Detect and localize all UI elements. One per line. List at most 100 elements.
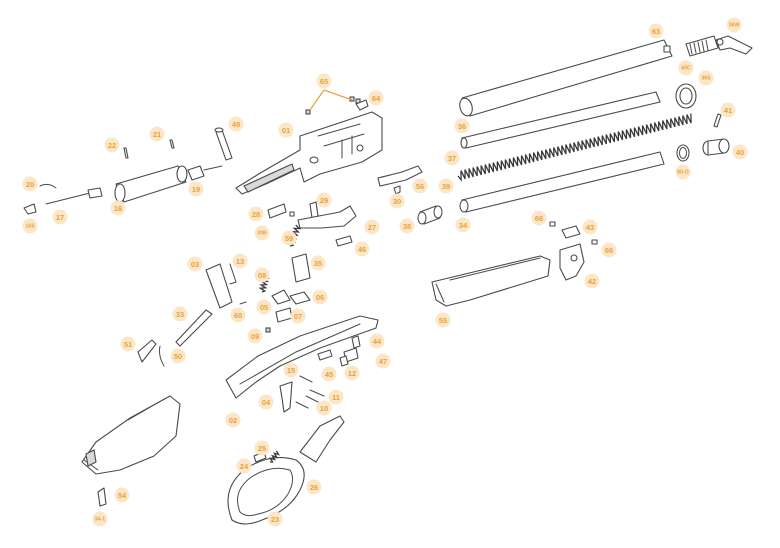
callout-label: 60 <box>234 311 242 320</box>
callout-badge-circle <box>236 458 252 474</box>
lever-loop-23 <box>227 457 305 525</box>
callout-badge-circle <box>248 206 264 222</box>
spring-51 <box>137 339 157 363</box>
callout-34: 34 <box>455 217 471 233</box>
callout-badge-circle <box>369 333 385 349</box>
forend-cap-insert-43 <box>561 225 581 239</box>
barrel-band-36s <box>675 83 697 109</box>
callout-36s: 36S <box>698 70 714 86</box>
callout-label: 41 <box>724 106 732 115</box>
callout-label: 66 <box>535 214 543 223</box>
callout-badge-circle <box>312 289 328 305</box>
callout-50: 50 <box>170 348 186 364</box>
callout-64: 64 <box>368 90 384 106</box>
pin-60 <box>239 301 247 305</box>
callout-badge-circle <box>188 181 204 197</box>
callout-label: 50 <box>174 352 182 361</box>
callout-38: 38 <box>399 218 415 234</box>
callout-label: 30B <box>257 231 267 237</box>
lower-tang-02 <box>225 315 379 399</box>
pin-11b <box>295 401 309 409</box>
magazine-spring-39 <box>457 113 692 182</box>
callout-13: 13 <box>232 253 248 269</box>
callout-55: 55 <box>435 312 451 328</box>
callout-66b: 66 <box>601 242 617 258</box>
part-44 <box>351 335 361 349</box>
callout-badge-circle <box>149 126 165 142</box>
callout-badge-circle <box>675 164 691 180</box>
callout-label: 63 <box>652 27 660 36</box>
callout-label: 43 <box>586 223 594 232</box>
callout-label: 02 <box>229 416 237 425</box>
pin-15 <box>299 375 313 383</box>
lever-26 <box>299 415 345 463</box>
callout-23: 23 <box>267 511 283 527</box>
follower-38 <box>417 205 443 225</box>
callout-badge-circle <box>22 218 38 234</box>
callout-label: 16S <box>25 224 35 230</box>
callout-30: 30 <box>389 193 405 209</box>
callout-label: 59 <box>285 234 293 243</box>
hammer-03 <box>205 263 233 309</box>
bolt-16 <box>114 165 188 203</box>
callout-26: 26 <box>306 479 322 495</box>
callout-60: 60 <box>230 307 246 323</box>
callout-badge-circle <box>726 17 742 33</box>
callout-badge-circle <box>283 362 299 378</box>
callout-badge-circle <box>230 307 246 323</box>
callout-badge-circle <box>321 366 337 382</box>
callout-label: 20 <box>26 180 34 189</box>
part-28 <box>267 203 287 219</box>
magazine-tube-cap-60c <box>685 35 719 57</box>
callout-label: 22 <box>108 141 116 150</box>
callout-63: 63 <box>648 23 664 39</box>
callout-badge-circle <box>316 73 332 89</box>
callout-leader-lines <box>309 89 353 111</box>
callout-19: 19 <box>188 181 204 197</box>
callout-badge-circle <box>256 299 272 315</box>
screws-65 <box>305 96 361 115</box>
callout-label: 09 <box>251 332 259 341</box>
callout-label: 56 <box>416 182 424 191</box>
screw-66-right <box>591 239 598 245</box>
callout-label: 07 <box>294 312 302 321</box>
screw-66-left <box>549 221 556 227</box>
callout-badge-circle <box>389 193 405 209</box>
lever-27 <box>297 205 357 229</box>
part-12 <box>339 355 349 367</box>
callout-label: 16 <box>114 204 122 213</box>
callout-40: 40 <box>732 144 748 160</box>
callout-label: 03 <box>191 260 199 269</box>
callout-badge-circle <box>584 273 600 289</box>
callout-badge-circle <box>306 479 322 495</box>
callout-badge-circle <box>438 178 454 194</box>
callout-label: 36S <box>701 76 711 82</box>
mainspring-33 <box>175 309 213 347</box>
callout-label: 29 <box>320 196 328 205</box>
callout-label: 28 <box>252 210 260 219</box>
callout-badge-circle <box>310 255 326 271</box>
callout-65: 65 <box>316 73 332 89</box>
spring-50 <box>159 345 165 367</box>
callout-15: 15 <box>283 362 299 378</box>
callout-label: 13 <box>236 257 244 266</box>
callout-badge-circle <box>52 209 68 225</box>
callout-36w: 36W <box>726 17 742 33</box>
callout-badge-circle <box>172 306 188 322</box>
callout-47: 47 <box>375 353 391 369</box>
callout-badge-circle <box>247 328 263 344</box>
callout-badge-circle <box>720 102 736 118</box>
callout-27: 27 <box>364 219 380 235</box>
callout-12: 12 <box>344 365 360 381</box>
callout-badge-circle <box>435 312 451 328</box>
pin-30b <box>289 211 295 217</box>
callout-label: 27 <box>368 223 376 232</box>
callout-label: 60C <box>681 66 691 72</box>
callout-46: 46 <box>354 241 370 257</box>
callout-label: 19 <box>192 185 200 194</box>
spring-20 <box>39 183 57 189</box>
callout-badge-circle <box>344 365 360 381</box>
callout-badge-circle <box>104 137 120 153</box>
pin-49 <box>214 127 233 161</box>
callout-badge-circle <box>412 178 428 194</box>
